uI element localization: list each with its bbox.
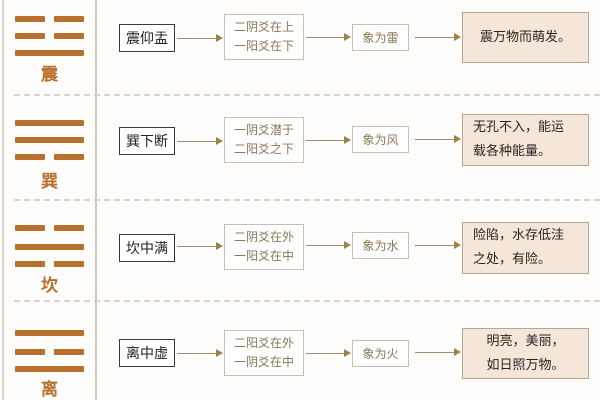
trigram-row-kan: 坎 坎中满 二阴爻在外 一阳爻在中 象为水 险陷，水存低洼 之处，有险。: [0, 201, 600, 300]
yao-description: 二阴爻在外 一阳爻在中: [224, 224, 304, 270]
yao-line: 一阴爻潜于: [233, 123, 294, 137]
yao-line: 一阳爻在中: [233, 249, 294, 263]
arrow-right-icon: [306, 136, 351, 144]
mnemonic-label: 震仰盂: [119, 24, 175, 52]
arrow-right-icon: [306, 33, 351, 41]
arrow-right-icon: [177, 242, 223, 250]
meaning-box: 险陷，水存低洼 之处，有险。: [462, 222, 589, 274]
left-border: [2, 0, 4, 400]
arrow-right-icon: [415, 348, 461, 356]
meaning-line: 之处，有险。: [473, 252, 552, 267]
yao-description: 二阴爻在上 一阳爻在下: [224, 14, 304, 60]
trigram-symbol-xun-icon: [15, 120, 84, 160]
row-divider: [14, 199, 600, 201]
trigram-row-xun: 巽 巽下断 一阴爻潜于 二阳爻之下 象为风 无孔不入，能运 载各种能量。: [0, 96, 600, 199]
image-label: 象为火: [352, 340, 409, 367]
yao-line: 一阴爻在中: [233, 355, 294, 369]
meaning-line: 无孔不入，能运: [473, 120, 565, 135]
meaning-line: 险陷，水存低洼: [473, 228, 565, 243]
meaning-box: 震万物而萌发。: [462, 12, 589, 63]
yao-line: 一阳爻在下: [233, 39, 294, 53]
arrow-right-icon: [177, 137, 223, 145]
yao-description: 一阴爻潜于 二阳爻之下: [224, 117, 304, 163]
arrow-right-icon: [415, 135, 461, 143]
yao-line: 二阴爻在外: [233, 230, 294, 244]
yao-line: 二阴爻在上: [233, 20, 294, 34]
row-divider: [14, 300, 600, 302]
mnemonic-label: 巽下断: [119, 127, 175, 155]
meaning-line: 载各种能量。: [473, 144, 552, 159]
trigram-name: 离: [41, 380, 58, 400]
image-label: 象为水: [352, 232, 409, 259]
trigram-name: 坎: [41, 276, 58, 296]
image-label: 象为风: [352, 126, 409, 153]
trigram-name: 巽: [41, 172, 58, 192]
trigram-row-li: 离 离中虚 二阳爻在外 一阴爻在中 象为火 明亮，美丽， 如日照万物。: [0, 302, 600, 400]
arrow-right-icon: [177, 34, 223, 42]
trigram-symbol-zhen-icon: [15, 16, 84, 56]
trigram-symbol-kan-icon: [15, 225, 84, 267]
mnemonic-label: 坎中满: [119, 234, 175, 262]
yao-description: 二阳爻在外 一阴爻在中: [224, 330, 304, 376]
meaning-line: 明亮，美丽，: [486, 333, 565, 349]
trigram-name: 震: [41, 65, 58, 85]
yao-line: 二阳爻在外: [233, 336, 294, 350]
meaning-line: 震万物而萌发。: [479, 29, 571, 45]
meaning-box: 明亮，美丽， 如日照万物。: [462, 328, 589, 379]
meaning-line: 如日照万物。: [486, 357, 565, 373]
arrow-right-icon: [415, 241, 461, 249]
row-divider: [14, 94, 600, 96]
trigram-symbol-li-icon: [15, 330, 84, 372]
yao-line: 二阳爻之下: [233, 142, 294, 156]
trigram-row-zhen: 震 震仰盂 二阴爻在上 一阳爻在下 象为雷 震万物而萌发。: [0, 0, 600, 94]
arrow-right-icon: [177, 349, 223, 357]
arrow-right-icon: [415, 33, 461, 41]
mnemonic-label: 离中虚: [119, 339, 175, 367]
arrow-right-icon: [306, 241, 351, 249]
meaning-box: 无孔不入，能运 载各种能量。: [462, 114, 589, 166]
image-label: 象为雷: [352, 24, 409, 51]
arrow-right-icon: [306, 349, 351, 357]
